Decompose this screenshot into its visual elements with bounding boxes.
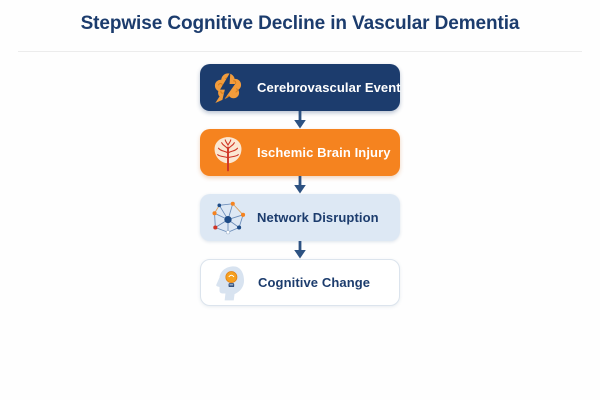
brain-lightning-icon [209, 69, 247, 107]
step-label: Network Disruption [257, 210, 379, 225]
step-label: Ischemic Brain Injury [257, 145, 391, 160]
network-nodes-icon [209, 199, 247, 237]
page-title: Stepwise Cognitive Decline in Vascular D… [80, 13, 520, 34]
step-box-cognitive-change: Cognitive Change [200, 259, 400, 306]
brain-vessels-icon [209, 134, 247, 172]
flow-diagram: Cerebrovascular Event [200, 64, 401, 306]
down-arrow-icon [292, 111, 308, 129]
step-label: Cerebrovascular Event [257, 80, 401, 95]
step-label: Cognitive Change [258, 275, 371, 290]
step-box-network-disruption: Network Disruption [200, 194, 400, 241]
down-arrow-icon [292, 176, 308, 194]
down-arrow-icon [292, 241, 308, 259]
step-box-cerebrovascular-event: Cerebrovascular Event [200, 64, 401, 111]
head-lightbulb-icon [210, 264, 248, 302]
title-divider [18, 51, 582, 52]
step-box-ischemic-brain-injury: Ischemic Brain Injury [200, 129, 400, 176]
